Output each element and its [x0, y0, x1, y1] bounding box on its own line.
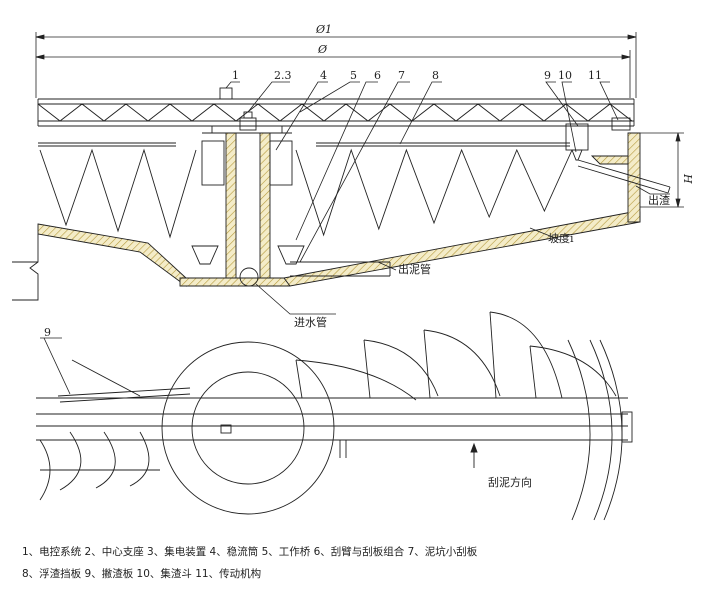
internal-equipment — [38, 87, 671, 287]
plan-blade-arm — [423, 329, 431, 399]
plan-blade-arm — [529, 345, 537, 399]
scum-out-label: 出渣 — [648, 193, 670, 207]
plan-view — [36, 311, 633, 521]
plan-scraper-blade — [489, 311, 563, 399]
legend-line-2: 8、浮渣挡板 9、撇渣板 10、集渣斗 11、传动机构 — [22, 568, 262, 580]
legend-line-1: 1、电控系统 2、中心支座 3、集电装置 4、稳流筒 5、工作桥 6、刮臂与刮板… — [22, 546, 478, 558]
height-label: H — [681, 173, 694, 184]
outer-diameter-label: Ø1 — [315, 23, 332, 36]
work-bridge-truss — [37, 98, 635, 127]
plan-scraper-blade — [295, 359, 417, 401]
callout-8: 8 — [432, 69, 439, 82]
callout-6: 6 — [374, 69, 381, 82]
callout-9: 9 — [544, 69, 551, 82]
scrape-direction-label: 刮泥方向 — [488, 475, 532, 489]
plan-blade-arm — [489, 311, 497, 399]
callout-1: 1 — [232, 69, 239, 82]
callout-2-3: 2.3 — [274, 69, 292, 82]
callout-5: 5 — [350, 69, 357, 82]
water-in-label: 进水管 — [294, 315, 327, 329]
left-break-line — [12, 234, 39, 301]
callout-leaders — [225, 81, 670, 315]
plan-callout-9-arrow — [43, 337, 71, 395]
sludge-out-label: 出泥管 — [398, 262, 431, 276]
inner-diameter-label: Ø — [317, 43, 328, 56]
dimension-lines — [35, 32, 684, 208]
slope-label: 坡度i — [548, 231, 574, 245]
callout-7: 7 — [398, 69, 405, 82]
plan-scraper-blade — [529, 345, 617, 397]
plan-scraper-blade — [423, 329, 501, 397]
tank-concrete — [37, 132, 641, 287]
callout-4: 4 — [320, 69, 327, 82]
legend: 1、电控系统 2、中心支座 3、集电装置 4、稳流筒 5、工作桥 6、刮臂与刮板… — [22, 541, 692, 585]
callout-10: 10 — [558, 69, 572, 82]
plan-callout-9: 9 — [44, 326, 51, 339]
plan-blade-arm — [363, 339, 371, 399]
plan-blade-arm — [295, 359, 303, 399]
plan-scraper-blade — [363, 339, 439, 397]
callout-11: 11 — [588, 69, 602, 82]
